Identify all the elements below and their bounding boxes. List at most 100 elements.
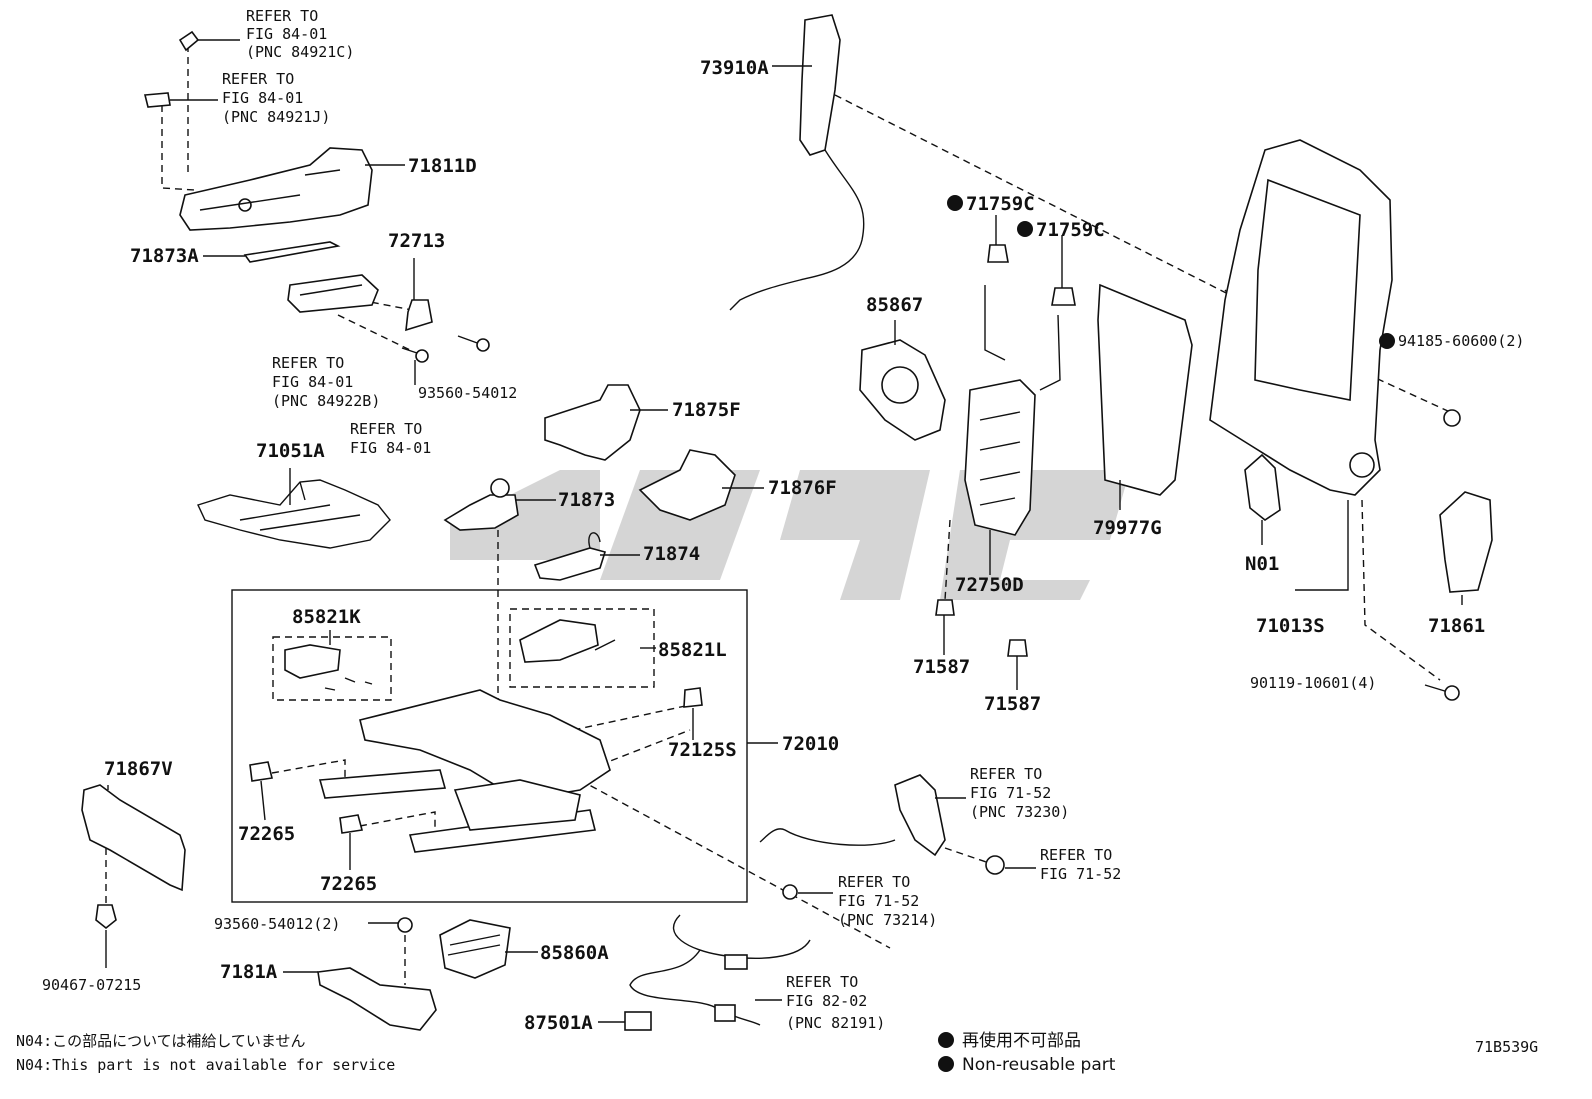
label-71876f: 71876F	[768, 477, 837, 499]
non-reusable-dot-icon	[947, 195, 963, 211]
clip-84921c	[178, 30, 200, 52]
airbag-73910a	[729, 14, 865, 311]
screw-93560	[397, 917, 413, 933]
svg-text:REFER TO: REFER TO	[970, 765, 1042, 783]
refer-73230: REFER TO FIG 71-52 (PNC 73230)	[970, 765, 1069, 821]
svg-text:(PNC 73230): (PNC 73230)	[970, 803, 1069, 821]
pad-79977g	[1097, 283, 1193, 496]
refer-84921c: REFER TO FIG 84-01 (PNC 84921C)	[246, 7, 354, 61]
svg-text:REFER TO: REFER TO	[222, 70, 294, 88]
motor-box-85821k	[272, 636, 392, 701]
label-93560-54012-2: 93560-54012(2)	[214, 915, 340, 933]
svg-text:(PNC 84922B): (PNC 84922B)	[272, 392, 380, 410]
svg-text:(PNC 84921C): (PNC 84921C)	[246, 43, 354, 61]
label-71759c-a: 71759C	[966, 193, 1035, 215]
spring-72750d	[964, 285, 1061, 536]
note-en: N04:This part is not available for servi…	[16, 1056, 395, 1074]
bracket-7181a	[317, 967, 437, 1031]
note-jp: N04:この部品については補給していません	[16, 1032, 305, 1050]
cover-71876f	[638, 449, 736, 521]
non-reusable-dot-icon	[1379, 333, 1395, 349]
label-73910a: 73910A	[700, 57, 769, 79]
label-72265-a: 72265	[238, 823, 295, 845]
motor-85821k	[284, 644, 373, 691]
svg-text:(PNC 84921J): (PNC 84921J)	[222, 108, 330, 126]
label-71013s: 71013S	[1256, 615, 1325, 637]
svg-text:FIG 84-01: FIG 84-01	[272, 373, 353, 391]
clip-87501a	[624, 1011, 652, 1031]
motor-85821l	[519, 619, 616, 663]
adjuster-72010	[318, 689, 611, 853]
clip-90467	[95, 904, 117, 930]
svg-text:REFER TO: REFER TO	[786, 973, 858, 991]
lumbar-85867	[859, 339, 946, 441]
label-71051a: 71051A	[256, 440, 325, 462]
label-85860a: 85860A	[540, 942, 609, 964]
refer-84922b: REFER TO FIG 84-01 (PNC 84922B)	[272, 354, 380, 410]
side-cover-71811d	[179, 147, 373, 231]
clip-71759c	[987, 244, 1076, 306]
svg-text:(PNC 73214): (PNC 73214)	[838, 911, 937, 929]
clip-84921j	[143, 92, 171, 108]
label-72265-b: 72265	[320, 873, 377, 895]
clip-72265	[249, 761, 364, 834]
non-reusable-dot-icon	[1017, 221, 1033, 237]
legend-en: Non-reusable part	[962, 1055, 1116, 1075]
cover-71875f	[544, 384, 641, 461]
svg-text:FIG 82-02: FIG 82-02	[786, 992, 867, 1010]
svg-text:FIG 84-01: FIG 84-01	[350, 439, 431, 457]
refer-84921j: REFER TO FIG 84-01 (PNC 84921J)	[222, 70, 330, 126]
seatbelt-buckle	[759, 774, 946, 857]
label-71873a: 71873A	[130, 245, 199, 267]
label-71759c-b: 71759C	[1036, 219, 1105, 241]
figure-code: 71B539G	[1475, 1038, 1538, 1056]
label-79977g: 79977G	[1093, 517, 1162, 539]
switch-85860a	[439, 919, 511, 979]
label-87501a: 87501A	[524, 1012, 593, 1034]
bracket-71873a	[243, 241, 341, 263]
label-90467-07215: 90467-07215	[42, 976, 141, 994]
label-85821k: 85821K	[292, 606, 361, 628]
label-n01: N01	[1245, 553, 1279, 575]
svg-text:REFER TO: REFER TO	[272, 354, 344, 372]
clip-71587	[935, 599, 1028, 657]
refer-7152: REFER TO FIG 71-52	[1040, 846, 1121, 883]
bolt-90119	[1424, 684, 1460, 701]
label-71861: 71861	[1428, 615, 1485, 637]
label-72750d: 72750D	[955, 574, 1024, 596]
frame-71051a	[197, 479, 391, 549]
svg-text:FIG 84-01: FIG 84-01	[222, 89, 303, 107]
svg-text:REFER TO: REFER TO	[838, 873, 910, 891]
svg-text:FIG 84-01: FIG 84-01	[246, 25, 327, 43]
legend-dot-icon	[938, 1032, 954, 1048]
label-71811d: 71811D	[408, 155, 477, 177]
ring-73214	[782, 884, 798, 900]
bracket-72713	[405, 299, 433, 332]
svg-text:FIG 71-52: FIG 71-52	[1040, 865, 1121, 883]
svg-text:REFER TO: REFER TO	[246, 7, 318, 25]
motor-n01	[1244, 453, 1281, 521]
wire-harness	[629, 914, 811, 1026]
headrest-71861	[1439, 491, 1493, 593]
legend-jp: 再使用不可部品	[962, 1030, 1081, 1051]
nut-seatbelt	[985, 855, 1005, 875]
label-71875f: 71875F	[672, 399, 741, 421]
label-71874: 71874	[643, 543, 700, 565]
bracket-72125s	[683, 687, 703, 708]
leader-lines	[105, 39, 1463, 1023]
bracket-71874	[533, 532, 607, 581]
refer-73214: REFER TO FIG 71-52 (PNC 73214)	[838, 873, 937, 929]
assembly-guide-lines	[105, 45, 1451, 985]
label-7181a: 7181A	[220, 961, 278, 983]
label-94185-60600: 94185-60600(2)	[1398, 332, 1524, 350]
legend-dot-icon	[938, 1056, 954, 1072]
label-90119-10601: 90119-10601(4)	[1250, 674, 1376, 692]
svg-text:REFER TO: REFER TO	[350, 420, 422, 438]
bolt-icon	[401, 335, 490, 363]
switch-base	[287, 274, 379, 313]
refer-8401: REFER TO FIG 84-01	[350, 420, 431, 457]
cover-71867v	[81, 784, 186, 892]
label-71587-a: 71587	[913, 656, 970, 678]
